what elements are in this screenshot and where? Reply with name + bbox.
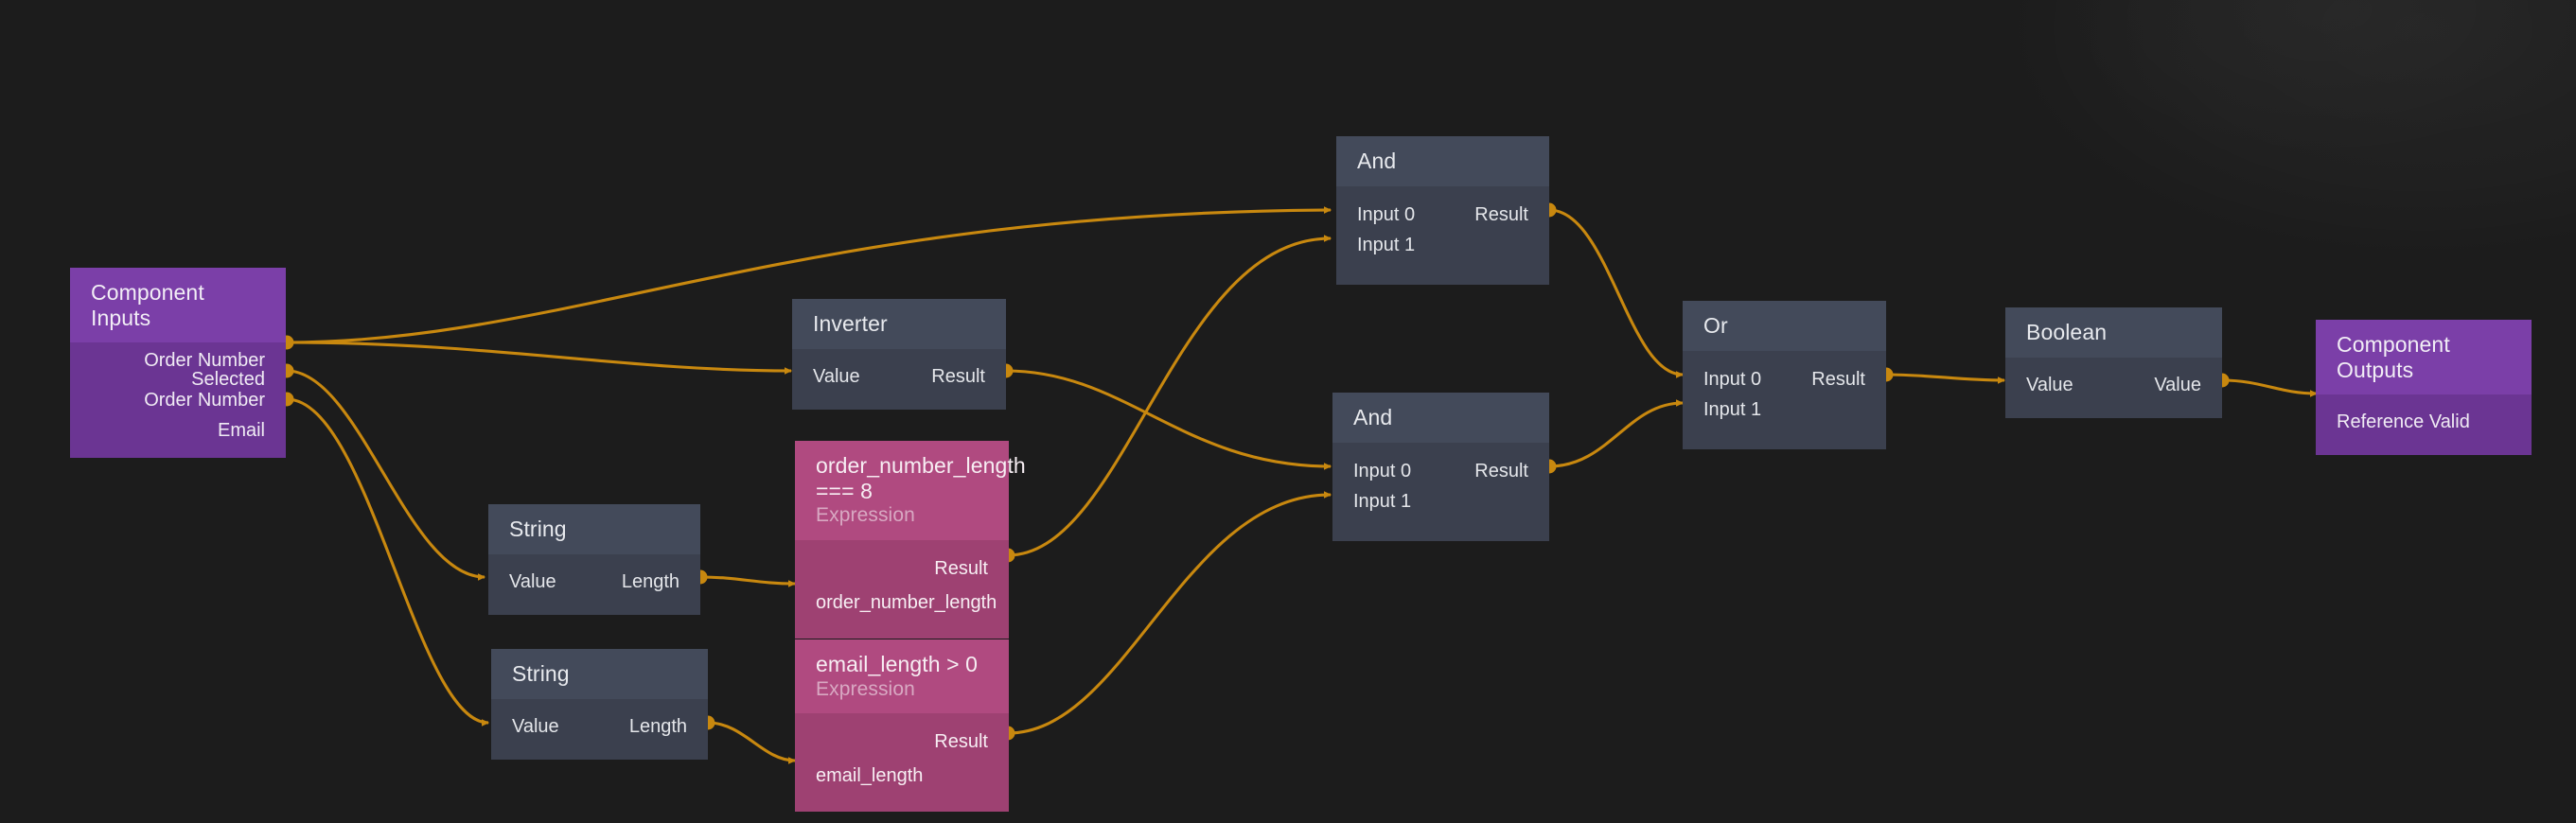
input-port-1[interactable]: Input 1: [1336, 230, 1549, 260]
output-port-order-number[interactable]: Order Number: [70, 385, 286, 415]
input-port-value[interactable]: Value: [512, 715, 559, 737]
output-port-email[interactable]: Email: [70, 415, 286, 446]
node-body: Input 0 Result Input 1: [1332, 442, 1549, 541]
node-title-text: String: [512, 661, 570, 686]
input-port-order-number-length[interactable]: order_number_length: [795, 586, 1009, 620]
node-title: Inverter: [792, 299, 1006, 349]
node-body: Input 0 Result Input 1: [1336, 185, 1549, 285]
output-port-length[interactable]: Length: [621, 570, 679, 592]
input-port-1[interactable]: Input 1: [1332, 486, 1549, 517]
input-port-1[interactable]: Input 1: [1683, 394, 1886, 425]
output-port-result[interactable]: Result: [1474, 460, 1528, 482]
node-body: Order Number Selected Order Number Email: [70, 342, 286, 459]
output-port-value[interactable]: Value: [2154, 374, 2201, 395]
node-subtitle-text: Expression: [816, 677, 915, 700]
input-port-reference-valid[interactable]: Reference Valid: [2316, 407, 2532, 437]
node-title: And: [1332, 393, 1549, 443]
node-component-inputs[interactable]: Component Inputs Order Number Selected O…: [70, 268, 286, 459]
port-row-value-length[interactable]: Value Length: [491, 711, 708, 742]
node-title-text: Inverter: [813, 311, 888, 336]
node-body: Value Value: [2005, 357, 2222, 418]
port-label: Input 1: [1353, 490, 1412, 512]
node-and-bottom[interactable]: And Input 0 Result Input 1: [1332, 393, 1549, 541]
input-port-value[interactable]: Value: [2026, 374, 2073, 395]
node-title-text: Boolean: [2026, 320, 2108, 344]
node-body: Reference Valid: [2316, 394, 2532, 456]
input-port-0[interactable]: Input 0: [1353, 460, 1412, 482]
node-body: Value Length: [488, 553, 700, 615]
node-title-text: order_number_length === 8: [816, 453, 1026, 503]
node-title-text: And: [1357, 149, 1397, 173]
node-title: String: [491, 649, 708, 699]
node-component-outputs[interactable]: Component Outputs Reference Valid: [2316, 320, 2532, 456]
output-port-result[interactable]: Result: [931, 365, 985, 387]
port-label: Result: [934, 731, 988, 753]
input-port-0[interactable]: Input 0: [1357, 203, 1416, 225]
node-string-email[interactable]: String Value Length: [491, 649, 708, 760]
node-body: Result email_length: [795, 713, 1009, 813]
output-port-result[interactable]: Result: [795, 552, 1009, 586]
output-port-order-number-selected[interactable]: Order Number Selected: [70, 351, 286, 389]
port-row-value-value[interactable]: Value Value: [2005, 370, 2222, 400]
input-port-0[interactable]: Input 0: [1703, 368, 1762, 390]
node-title-text: Component Outputs: [2337, 332, 2450, 382]
node-title: email_length > 0 Expression: [795, 639, 1009, 714]
node-body: Value Result: [792, 348, 1006, 410]
output-port-result[interactable]: Result: [1474, 203, 1528, 225]
node-expression-email-length[interactable]: email_length > 0 Expression Result email…: [795, 639, 1009, 813]
port-label: Order Number Selected: [144, 350, 265, 391]
node-title: Or: [1683, 301, 1886, 351]
node-title-text: email_length > 0: [816, 652, 979, 676]
node-title-text: And: [1353, 405, 1393, 429]
output-port-length[interactable]: Length: [628, 715, 687, 737]
output-port-result[interactable]: Result: [1811, 368, 1865, 390]
node-title: And: [1336, 136, 1549, 186]
node-expression-order-number-length[interactable]: order_number_length === 8 Expression Res…: [795, 441, 1026, 639]
node-title-text: Or: [1703, 313, 1728, 338]
input-port-email-length[interactable]: email_length: [795, 759, 1009, 793]
input-port-value[interactable]: Value: [509, 570, 556, 592]
port-row-value-length[interactable]: Value Length: [488, 567, 700, 597]
node-body: Input 0 Result Input 1: [1683, 350, 1886, 449]
node-body: Value Length: [491, 698, 708, 760]
port-label: email_length: [816, 765, 924, 787]
node-body: Result order_number_length: [795, 539, 1009, 639]
port-row-input0-result[interactable]: Input 0 Result: [1332, 456, 1549, 486]
node-boolean[interactable]: Boolean Value Value: [2005, 307, 2222, 418]
port-label: Order Number: [144, 390, 265, 412]
port-label: order_number_length: [816, 591, 997, 613]
port-label: Input 1: [1703, 398, 1762, 420]
port-label: Reference Valid: [2337, 412, 2470, 433]
port-label: Input 1: [1357, 234, 1416, 255]
port-row-value-result[interactable]: Value Result: [792, 361, 1006, 392]
node-title: Component Outputs: [2316, 320, 2532, 395]
node-and-top[interactable]: And Input 0 Result Input 1: [1336, 136, 1549, 285]
node-title: Boolean: [2005, 307, 2222, 358]
node-title: order_number_length === 8 Expression: [795, 441, 1026, 540]
input-port-value[interactable]: Value: [813, 365, 860, 387]
node-or[interactable]: Or Input 0 Result Input 1: [1683, 301, 1886, 449]
node-subtitle-text: Expression: [816, 504, 915, 527]
node-string-order-number[interactable]: String Value Length: [488, 504, 700, 615]
port-label: Result: [934, 557, 988, 579]
node-title-text: String: [509, 517, 567, 541]
output-port-result[interactable]: Result: [795, 725, 1009, 759]
port-row-input0-result[interactable]: Input 0 Result: [1683, 364, 1886, 394]
port-row-input0-result[interactable]: Input 0 Result: [1336, 200, 1549, 230]
node-title: String: [488, 504, 700, 554]
port-label: Email: [217, 420, 265, 442]
node-inverter[interactable]: Inverter Value Result: [792, 299, 1006, 410]
node-title-text: Component Inputs: [91, 280, 204, 330]
node-title: Component Inputs: [70, 268, 286, 343]
